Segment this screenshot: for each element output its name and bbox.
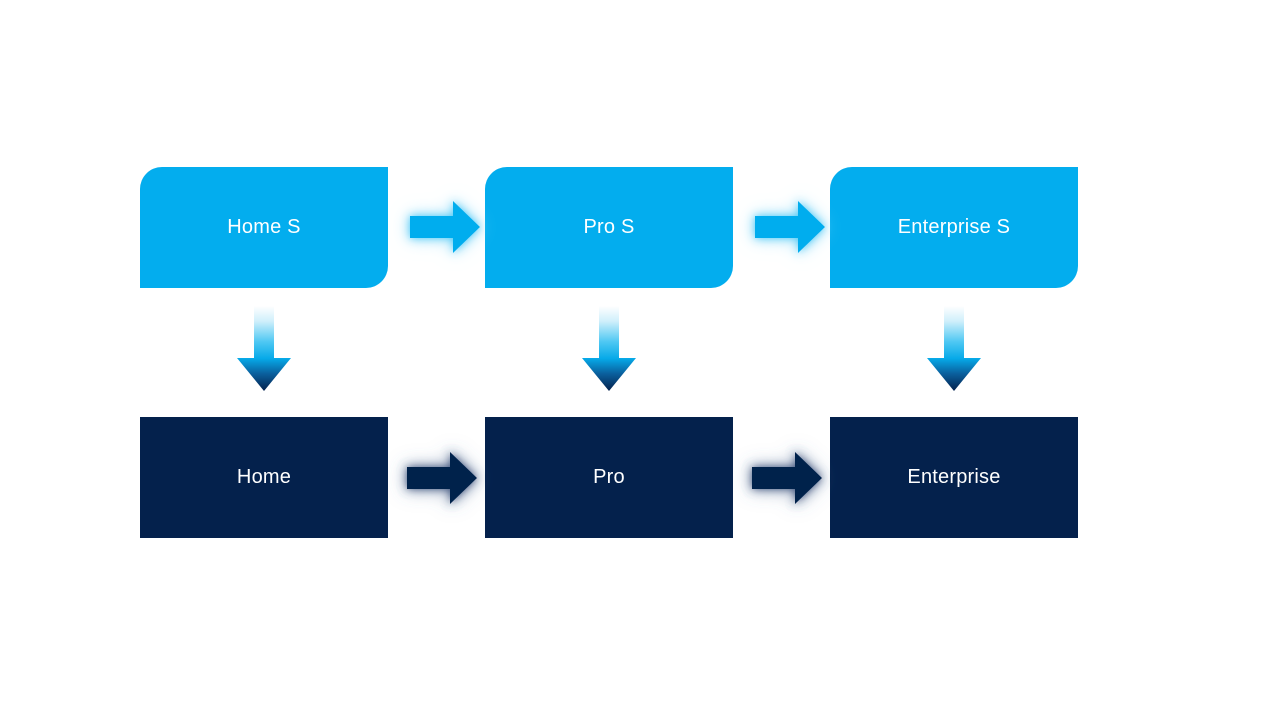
connector-enterprise-s-to-enterprise xyxy=(925,306,983,392)
arrow-right-icon xyxy=(755,201,825,253)
connector-pro-to-enterprise xyxy=(748,447,826,509)
node-pro-label: Pro xyxy=(593,465,625,488)
arrow-right-icon xyxy=(407,452,477,504)
node-home-s-label: Home S xyxy=(227,215,301,238)
node-enterprise-s-label: Enterprise S xyxy=(897,215,1011,238)
arrow-down-icon xyxy=(237,306,291,391)
node-pro-s[interactable]: Pro S xyxy=(485,167,733,288)
connector-pro-s-to-pro xyxy=(580,306,638,392)
node-home[interactable]: Home xyxy=(140,417,388,538)
arrow-right-icon xyxy=(410,201,480,253)
arrow-down-icon xyxy=(927,306,981,391)
node-pro-s-label: Pro S xyxy=(583,215,635,238)
connector-pro-s-to-enterprise-s xyxy=(751,196,829,258)
arrow-right-icon xyxy=(752,452,822,504)
node-home-s[interactable]: Home S xyxy=(140,167,388,288)
node-enterprise-s[interactable]: Enterprise S xyxy=(830,167,1078,288)
node-enterprise-label: Enterprise xyxy=(907,465,1001,488)
connector-home-s-to-home xyxy=(235,306,293,392)
node-enterprise[interactable]: Enterprise xyxy=(830,417,1078,538)
connector-home-s-to-pro-s xyxy=(406,196,484,258)
node-pro[interactable]: Pro xyxy=(485,417,733,538)
connector-home-to-pro xyxy=(403,447,481,509)
node-home-label: Home xyxy=(236,465,292,488)
arrow-down-icon xyxy=(582,306,636,391)
